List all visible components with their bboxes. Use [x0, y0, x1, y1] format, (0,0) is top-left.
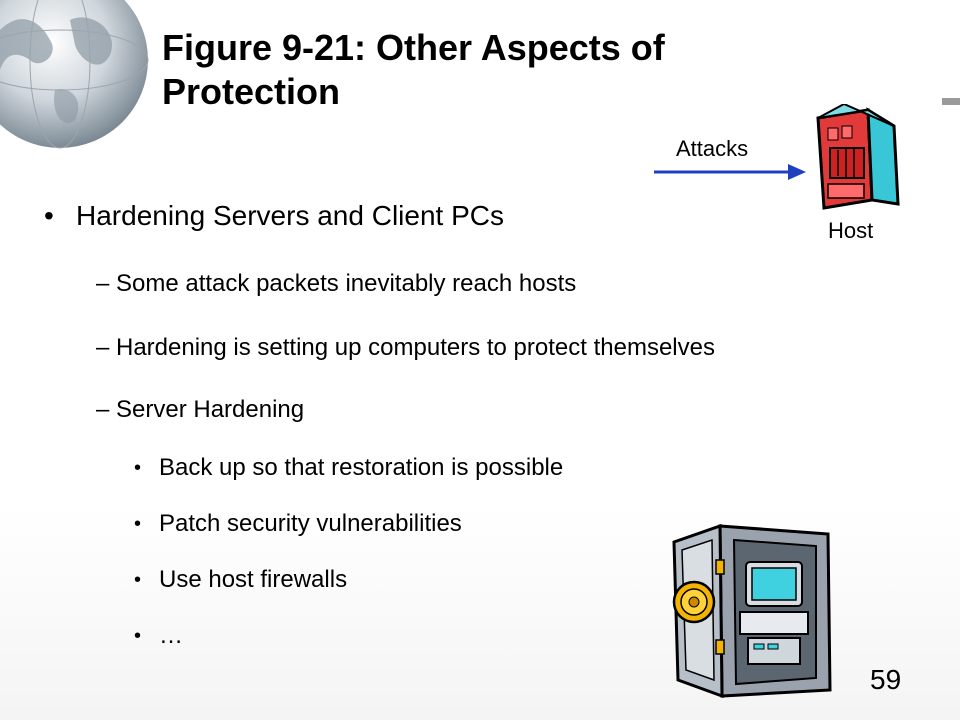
dash-glyph: –: [96, 270, 110, 297]
globe-icon: [0, 0, 149, 149]
title-line-1: Figure 9-21: Other Aspects of: [162, 27, 665, 68]
sub-sub-bullet-text: Patch security vulnerabilities: [159, 510, 462, 537]
bullet-glyph: •: [134, 513, 142, 535]
bullet-glyph: •: [44, 200, 54, 231]
server-icon: [816, 104, 900, 210]
sub-sub-bullet-text: Back up so that restoration is possible: [159, 454, 564, 481]
sub-sub-bullet-text: Use host firewalls: [159, 566, 348, 593]
bullet-glyph: •: [134, 625, 142, 647]
title-line-2: Protection: [162, 71, 341, 112]
attack-arrow-icon: [654, 164, 806, 180]
sub-bullet-text: Some attack packets inevitably reach hos…: [116, 270, 577, 297]
page-number: 59: [870, 664, 902, 695]
sub-sub-bullet-text: …: [159, 622, 183, 649]
dash-glyph: –: [96, 396, 110, 423]
sub-bullet-text: Hardening is setting up computers to pro…: [116, 334, 715, 361]
slide-title: Figure 9-21: Other Aspects of Protection: [162, 26, 862, 114]
safe-computer-icon: [672, 523, 832, 699]
bullet-glyph: •: [134, 569, 142, 591]
bullet-glyph: •: [134, 457, 142, 479]
decorative-tab: [942, 98, 960, 105]
attacks-label: Attacks: [676, 136, 749, 161]
dash-glyph: –: [96, 334, 110, 361]
main-bullet-text: Hardening Servers and Client PCs: [76, 200, 504, 231]
sub-bullet-text: Server Hardening: [116, 396, 305, 423]
host-label: Host: [828, 218, 874, 243]
